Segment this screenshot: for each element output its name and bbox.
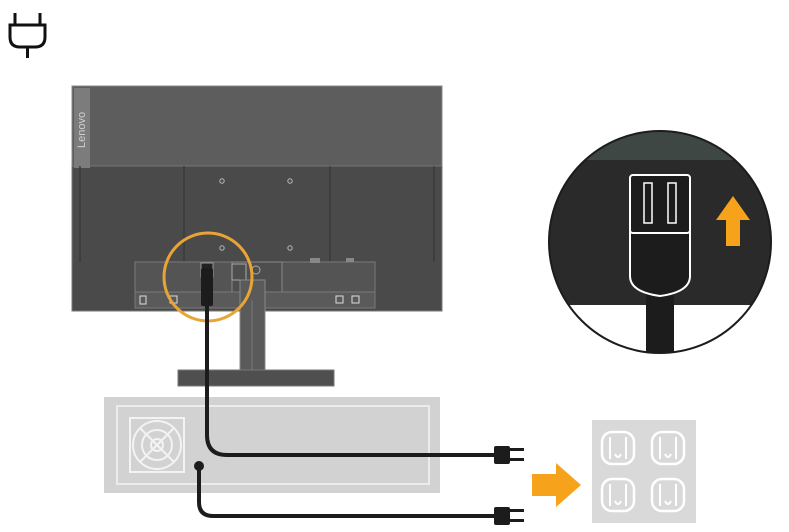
right-arrow-icon bbox=[532, 463, 581, 507]
monitor-stand bbox=[177, 279, 335, 387]
wall-outlet-plate bbox=[592, 420, 696, 523]
power-plug-icon bbox=[8, 13, 47, 58]
outlet bbox=[600, 430, 636, 466]
outlet bbox=[650, 477, 686, 513]
up-arrow-icon bbox=[716, 196, 750, 246]
monitor-power-cable bbox=[201, 268, 524, 464]
outlet bbox=[650, 430, 686, 466]
pc-power-cable bbox=[194, 461, 524, 525]
pc-case bbox=[104, 397, 440, 493]
zoom-detail bbox=[548, 130, 772, 354]
brand-label: Lenovo bbox=[76, 112, 88, 148]
monitor-back: Lenovo bbox=[71, 85, 443, 312]
fan-icon bbox=[129, 417, 185, 473]
outlet bbox=[600, 477, 636, 513]
